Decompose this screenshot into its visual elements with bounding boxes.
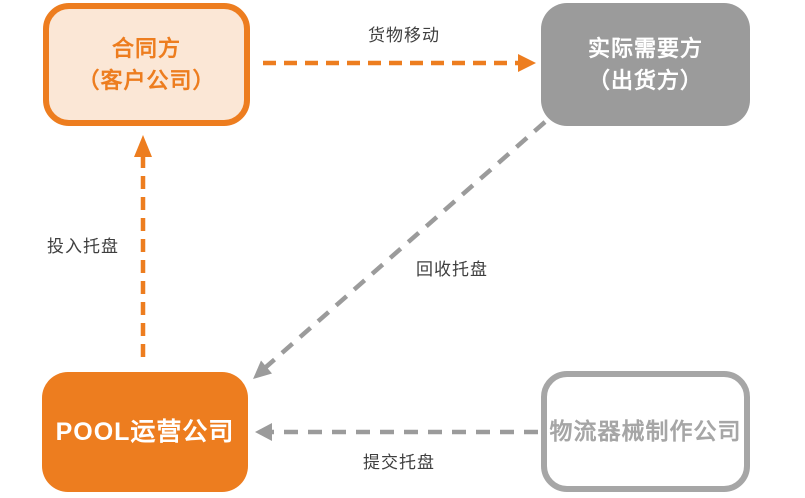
edge-label-supply-pallet: 投入托盘 [47,237,119,256]
node-actual-line1: 实际需要方 [587,35,703,61]
node-contract-line1: 合同方 [111,35,181,61]
node-equipment-manufacturer: 物流器械制作公司 [541,371,750,492]
supply-pallet-arrow [134,135,152,357]
edge-label-submit-pallet: 提交托盘 [363,453,435,472]
node-actual-line2: （出货方） [587,67,703,93]
recover-pallet-arrow [253,120,547,379]
node-contract-party: 合同方 （客户公司） [43,3,250,126]
node-actual-demand-party: 实际需要方 （出货方） [541,3,750,126]
edge-label-recover-pallet: 回收托盘 [416,260,488,279]
node-pool-label: POOL运营公司 [55,417,235,446]
node-manufacturer-label: 物流器械制作公司 [549,417,742,444]
edge-label-goods-movement: 货物移动 [368,26,440,45]
node-pool-operator: POOL运营公司 [42,372,248,492]
node-contract-line2: （客户公司） [77,67,216,93]
goods-movement-arrow [263,54,536,72]
submit-pallet-arrow [255,423,538,441]
